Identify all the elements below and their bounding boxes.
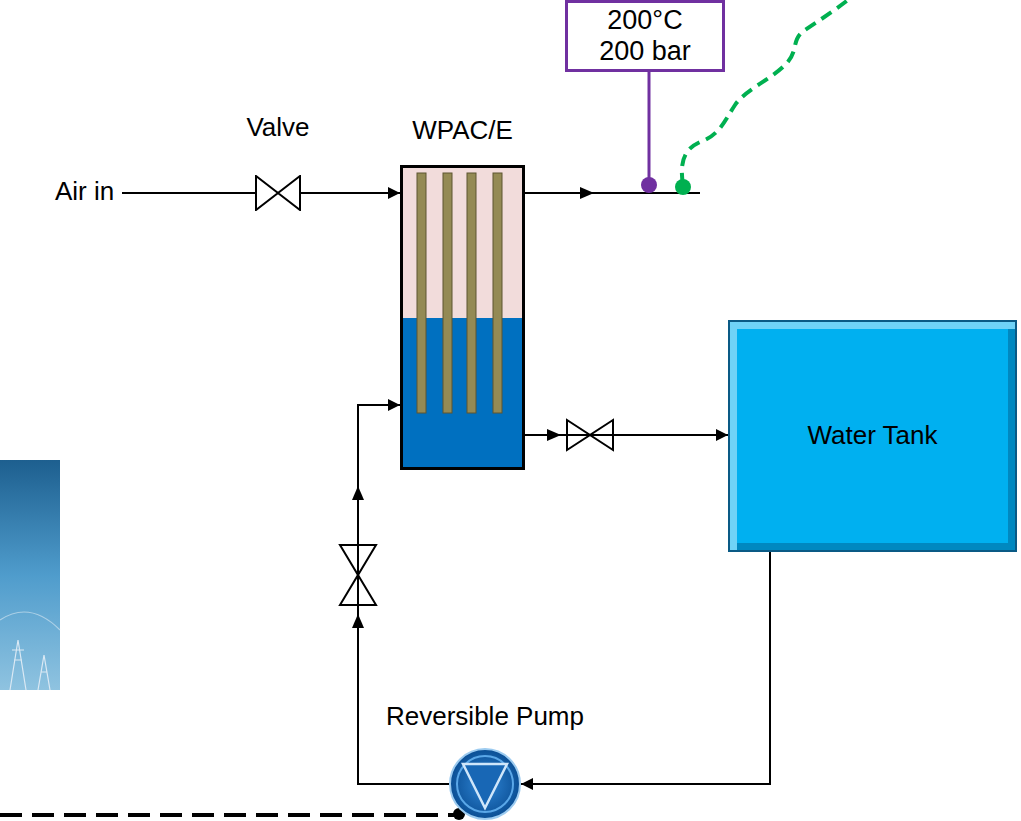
pylon-sketch <box>0 612 60 690</box>
outlet-line <box>525 192 700 194</box>
tube <box>417 173 426 413</box>
photo-fragment <box>0 460 60 690</box>
power-line <box>0 813 455 817</box>
node-heading: Valve <box>246 113 309 143</box>
pump-triangle <box>463 764 507 808</box>
water-tank: Water Tank <box>728 320 1017 552</box>
tube <box>467 173 476 413</box>
pump-body <box>450 749 520 819</box>
signal-dot <box>675 179 691 195</box>
air-inlet-line <box>122 192 255 194</box>
flow-arrowhead <box>580 187 594 199</box>
valve-symbol <box>255 175 301 211</box>
pump-symbol <box>449 748 521 820</box>
tube <box>443 173 452 413</box>
leader-line <box>648 72 651 183</box>
vessel-internals <box>403 168 522 467</box>
pump-node: Reversible Pump <box>449 748 521 820</box>
inlet-label: Air in <box>55 177 114 207</box>
sensor-dot <box>641 177 657 193</box>
tube <box>493 173 502 413</box>
condition-box: 200°C 200 bar <box>565 0 725 72</box>
wpac-vessel: WPAC/E <box>400 165 525 470</box>
node-heading: WPAC/E <box>412 116 513 146</box>
pipe-connector <box>301 192 400 194</box>
valve-half <box>256 176 278 210</box>
valve-half <box>278 176 300 210</box>
pipe-connector <box>525 434 728 436</box>
node-heading: Reversible Pump <box>386 702 584 732</box>
pump-ring <box>457 756 513 812</box>
node-text: Water Tank <box>807 421 937 451</box>
node-text: 200°C 200 bar <box>591 5 700 67</box>
valve-node: Valve <box>255 175 301 211</box>
pipe-connector <box>521 552 770 784</box>
